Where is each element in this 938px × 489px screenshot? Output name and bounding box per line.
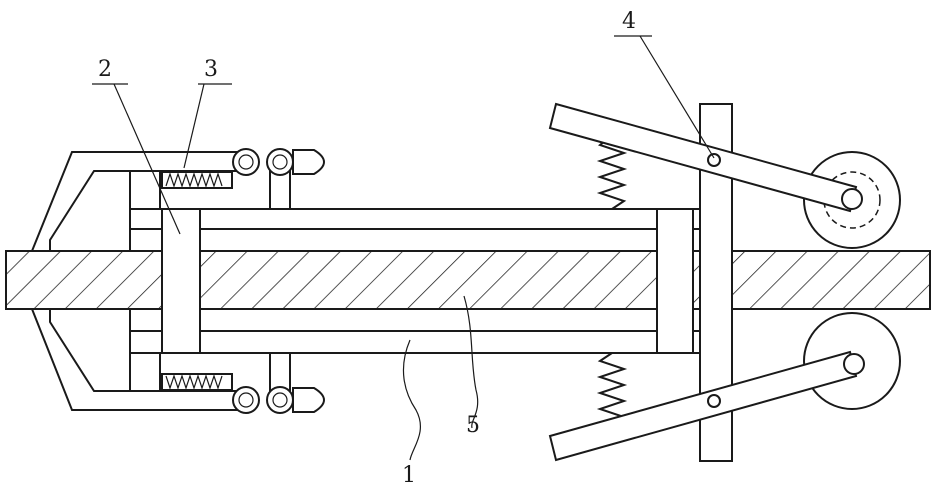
- right-vertical-block: [657, 209, 693, 353]
- label-5: 5: [466, 413, 480, 438]
- hatched-rod: [6, 251, 930, 309]
- upper-spring: [162, 172, 232, 188]
- upper-rails: [130, 209, 732, 251]
- lower-spring: [162, 374, 232, 390]
- label-3: 3: [204, 57, 218, 82]
- lower-rails: [130, 309, 732, 353]
- label-2: 2: [98, 57, 112, 82]
- label-1: 1: [402, 463, 416, 488]
- lower-lever-spring: [600, 353, 624, 425]
- left-vertical-block: [162, 209, 200, 353]
- label-4: 4: [622, 9, 636, 34]
